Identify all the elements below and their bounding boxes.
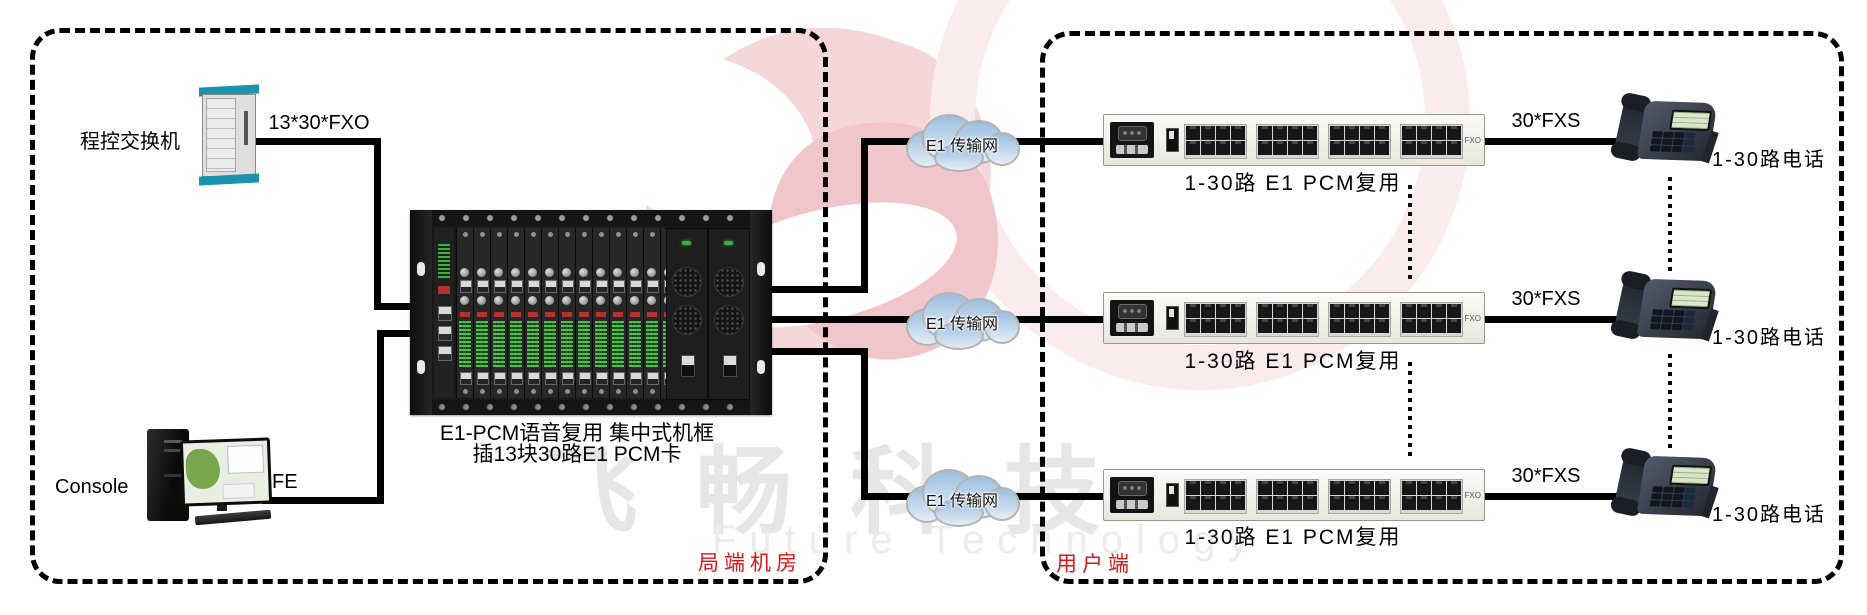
chassis-top-rail <box>432 210 750 226</box>
fxo-link-line-h2 <box>374 303 418 310</box>
phone-keypad <box>1649 309 1699 334</box>
chassis-power-fan-module-1 <box>666 228 708 400</box>
pcm-rack-unit-3: FXO <box>1103 469 1485 521</box>
rack-caption-1: 1-30路 E1 PCM复用 <box>1184 172 1402 195</box>
transmission-cloud-1: E1 传输网 <box>906 112 1020 172</box>
user-side-region-label: 用户端 <box>1056 553 1134 576</box>
ellipsis-dots-phone-2 <box>1668 354 1672 449</box>
central-office-region-box <box>30 28 828 584</box>
riser-row3 <box>861 348 868 500</box>
pc-monitor <box>179 437 273 507</box>
fxo-link-line-h <box>256 138 380 145</box>
screen-window-2 <box>222 483 255 500</box>
cabinet-bottom-cap <box>199 173 259 186</box>
phones-caption-2: 1-30路电话 <box>1712 327 1827 349</box>
chassis-out-stub-1 <box>768 286 868 293</box>
console-pc-image <box>133 427 278 527</box>
monitor-stand <box>217 501 227 511</box>
screen-window-1 <box>227 444 265 474</box>
rack-caption-2: 1-30路 E1 PCM复用 <box>1184 350 1402 373</box>
rack-power-module <box>1110 122 1154 158</box>
central-office-region-label: 局端机房 <box>698 552 802 575</box>
rack-port-tag-1: FXO <box>1464 136 1481 145</box>
phone-keypad <box>1649 486 1699 511</box>
ellipsis-dots-phone-1 <box>1668 177 1672 272</box>
cloud-label-1: E1 传输网 <box>925 138 999 155</box>
user-side-region-box <box>1040 31 1844 584</box>
chassis-power-fan-module-2 <box>708 228 750 400</box>
rack-power-switch <box>1166 128 1179 152</box>
cloud-label-3: E1 传输网 <box>925 493 999 510</box>
ip-phone-3 <box>1612 443 1719 523</box>
phone-keypad <box>1649 131 1699 156</box>
phone-screen <box>1669 109 1713 132</box>
chassis-out-stub-3 <box>768 348 868 355</box>
pc-screen <box>182 440 270 504</box>
phones-caption-3: 1-30路电话 <box>1712 504 1827 526</box>
chassis-pcm-card-slots <box>456 228 677 398</box>
ip-phone-1 <box>1612 88 1719 168</box>
phones-caption-1: 1-30路电话 <box>1712 149 1827 171</box>
rack-power-switch <box>1166 306 1179 330</box>
phone-screen <box>1669 287 1713 310</box>
rack-caption-3: 1-30路 E1 PCM复用 <box>1184 526 1402 549</box>
cabinet-body <box>202 94 256 177</box>
rack-power-module <box>1110 300 1154 336</box>
fxs-link-label-1: 30*FXS <box>1511 110 1581 132</box>
pcm-rack-unit-1: FXO <box>1103 114 1485 166</box>
transmission-cloud-2: E1 传输网 <box>906 290 1020 350</box>
chassis-left-flange <box>410 210 432 415</box>
pc-keyboard <box>194 509 272 526</box>
ip-phone-2 <box>1612 266 1719 346</box>
fxs-link-label-2: 30*FXS <box>1511 288 1581 310</box>
cloud-label-2: E1 传输网 <box>925 316 999 333</box>
fxo-link-line-v <box>374 138 381 310</box>
rack-port-tag-2: FXO <box>1464 314 1481 323</box>
fe-link-line-h <box>262 497 384 504</box>
pbx-label: 程控交换机 <box>80 131 180 153</box>
row1-fxs-line <box>1483 138 1663 145</box>
ellipsis-dots-rack-1 <box>1408 185 1412 283</box>
pbx-cabinet-image <box>199 84 259 186</box>
fe-link-label: FE <box>272 471 298 493</box>
transmission-cloud-3: E1 传输网 <box>906 467 1020 527</box>
fxs-link-label-3: 30*FXS <box>1511 465 1581 487</box>
fe-link-line-h2 <box>377 330 418 337</box>
console-label: Console <box>55 476 129 498</box>
rack-power-switch <box>1166 483 1179 507</box>
fe-link-line-v <box>377 330 384 504</box>
chassis-bottom-rail <box>432 400 750 415</box>
ellipsis-dots-rack-2 <box>1408 362 1412 460</box>
row3-fxs-line <box>1483 493 1663 500</box>
screen-wallpaper-blob <box>185 448 221 490</box>
chassis-right-flange <box>750 210 772 415</box>
fxo-link-label: 13*30*FXO <box>268 112 370 134</box>
riser-row1 <box>861 138 868 293</box>
chassis-caption-line2: 插13块30路E1 PCM卡 <box>472 443 682 466</box>
phone-screen <box>1669 464 1713 487</box>
chassis-caption-line1: E1-PCM语音复用 集中式机框 <box>439 422 715 445</box>
pcm-rack-unit-2: FXO <box>1103 292 1485 344</box>
row2-fxs-line <box>1483 316 1663 323</box>
chassis-nms-card <box>434 228 454 398</box>
rack-port-tag-3: FXO <box>1464 491 1481 500</box>
rack-power-module <box>1110 477 1154 513</box>
e1-pcm-chassis-image <box>410 210 772 415</box>
